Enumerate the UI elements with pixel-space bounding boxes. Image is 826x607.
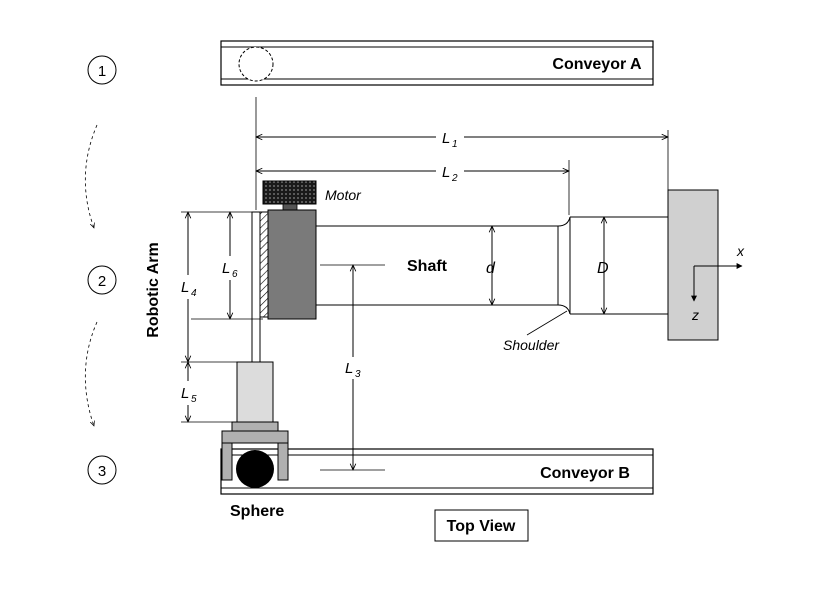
transition-arrow-2-3 <box>84 321 98 426</box>
robotic-arm-rod <box>251 211 261 363</box>
station-label-2: 2 <box>98 273 106 290</box>
dimension-l3: L 3 <box>320 265 385 470</box>
coordinate-axes: x z <box>691 243 745 323</box>
dimension-l1: L 1 <box>256 127 668 190</box>
x-axis-label: x <box>736 243 745 259</box>
l2-letter: L <box>442 164 450 181</box>
dimension-l2: L 2 <box>256 160 569 215</box>
sphere-label: Sphere <box>230 503 284 520</box>
robotic-arm-label: Robotic Arm <box>145 242 162 337</box>
station-label-3: 3 <box>98 463 106 480</box>
dimension-l4: L 4 <box>176 212 202 362</box>
l4-subscript: 4 <box>191 288 197 299</box>
l3-letter: L <box>345 360 353 377</box>
motor-block <box>267 209 317 320</box>
l5-letter: L <box>181 385 189 402</box>
dimension-l5: L 5 <box>176 362 202 422</box>
motor-coupling <box>282 203 298 211</box>
diameter-large-label: D <box>597 260 609 277</box>
z-axis-label: z <box>691 307 699 323</box>
l2-subscript: 2 <box>451 173 458 184</box>
dimension-l6: L 6 <box>218 212 244 319</box>
shoulder-label: Shoulder <box>503 337 560 353</box>
l4-letter: L <box>181 279 189 296</box>
wall-support <box>667 189 719 341</box>
conveyor-b: Conveyor B <box>220 448 654 495</box>
top-view-label: Top View <box>447 518 516 535</box>
top-view-box: Top View <box>434 509 529 542</box>
station-marker-3: 3 <box>87 455 117 485</box>
l1-subscript: 1 <box>452 139 458 150</box>
motor-knurl <box>262 180 317 205</box>
shaft-label: Shaft <box>407 258 448 275</box>
conveyor-a-label: Conveyor A <box>552 56 642 73</box>
stepped-shaft <box>316 216 668 315</box>
diameter-small-label: d <box>486 260 496 277</box>
station-marker-2: 2 <box>87 265 117 295</box>
conveyor-b-label: Conveyor B <box>540 465 630 482</box>
l5-subscript: 5 <box>191 394 197 405</box>
station-marker-1: 1 <box>87 55 117 85</box>
sphere-outline-station-1 <box>238 46 274 82</box>
conveyor-a: Conveyor A <box>220 40 654 86</box>
transition-arrow-1-2 <box>84 124 98 228</box>
station-label-1: 1 <box>98 63 106 80</box>
l6-letter: L <box>222 260 230 277</box>
gripper <box>221 361 289 481</box>
l1-letter: L <box>442 130 450 147</box>
sphere <box>236 450 274 488</box>
dimension-D: D <box>597 217 609 314</box>
motor-label: Motor <box>325 187 362 203</box>
l3-subscript: 3 <box>355 369 361 380</box>
shoulder-leader <box>526 310 568 336</box>
l6-subscript: 6 <box>232 269 238 280</box>
dimension-d: d <box>486 226 496 305</box>
